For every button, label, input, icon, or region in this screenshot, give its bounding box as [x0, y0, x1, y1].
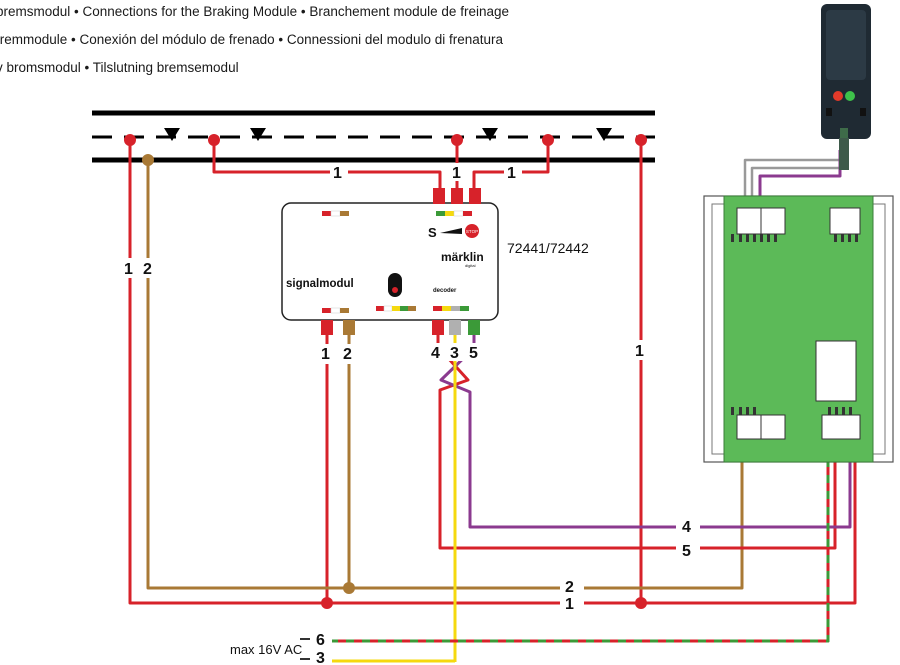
brand-logo: märklin: [441, 250, 484, 264]
signal-board: [703, 195, 894, 463]
junctions: [124, 134, 647, 609]
connector-top: [433, 188, 445, 204]
board-connector: [760, 414, 786, 440]
module-label: signalmodul: [286, 278, 354, 290]
caption-line-3: v bromsmodul • Tilslutning bremsemodul: [0, 60, 239, 75]
status-led-icon: [388, 273, 402, 297]
signal-cable: [840, 128, 848, 142]
wire-label: 2: [143, 261, 152, 278]
terminal-label: 1: [321, 346, 330, 363]
direction-arrow: [164, 128, 180, 141]
color-strip: [322, 210, 349, 217]
terminal-label: 2: [343, 346, 352, 363]
stop-sign-icon: [465, 224, 479, 238]
wire-redgreen-power: [330, 437, 830, 643]
wire-redgreen-power-stripe: [330, 437, 830, 643]
feeder-dot: [142, 154, 154, 166]
wire-red-main: [128, 140, 857, 605]
ramp-icon: [440, 228, 462, 234]
power-label: max 16V AC: [230, 642, 302, 657]
wires: [128, 140, 857, 663]
wire-label: 2: [565, 579, 574, 596]
board-chip: [815, 340, 857, 402]
stop-sign-text: STOP: [466, 229, 478, 234]
connector-top: [469, 188, 481, 204]
direction-arrow: [250, 128, 266, 141]
direction-arrow: [596, 128, 612, 141]
feeder-dot: [124, 134, 136, 146]
terminal-label: 3: [450, 345, 459, 362]
color-strip: [436, 210, 472, 217]
board-connector: [760, 207, 786, 235]
wire-label: 1: [635, 343, 644, 360]
wire-label: 1: [124, 261, 133, 278]
status-led-light: [392, 287, 398, 293]
junction-dot: [343, 582, 355, 594]
connector-bottom: [321, 320, 333, 335]
wire-label: 1: [507, 165, 516, 182]
connector-bottom: [343, 320, 355, 335]
color-strip: [376, 305, 416, 312]
signal-module: S STOP märklin digital signalmodul decod…: [281, 188, 499, 335]
brand-sub: digital: [465, 263, 476, 268]
article-number: 72441/72442: [507, 240, 589, 256]
connector-bottom: [468, 320, 480, 335]
feeder-dot: [208, 134, 220, 146]
signal-head: [821, 4, 871, 170]
direction-arrow: [482, 128, 498, 141]
terminal-label: 5: [469, 345, 478, 362]
wire-label: 1: [565, 596, 574, 613]
caption-line-1: bremsmodul • Connections for the Braking…: [0, 4, 509, 19]
wire-red-top-left: [212, 140, 442, 190]
track: [92, 110, 655, 163]
color-strip: [433, 306, 469, 311]
terminal-label: 4: [431, 345, 440, 362]
wire-label: 1: [452, 165, 461, 182]
board-connector: [829, 207, 861, 235]
wire-brown-main: [146, 160, 744, 590]
signal-green-light: [845, 91, 855, 101]
wire-labels: 1 1 1 1 2 1 1 2 4 3 5 4 5 2 1 6 3 max 16…: [122, 163, 700, 665]
feeder-dot: [542, 134, 554, 146]
board-connector: [821, 414, 861, 440]
decoder-label: decoder: [433, 288, 457, 294]
wire-label: 5: [682, 543, 691, 560]
connector-top: [451, 188, 463, 204]
wire-label: 3: [316, 650, 325, 665]
s-label: S: [428, 225, 437, 240]
feeder-dot: [635, 134, 647, 146]
wire-label: 4: [682, 519, 691, 536]
board-connector: [736, 414, 762, 440]
connector-bottom: [449, 320, 461, 335]
wire-label: 1: [333, 165, 342, 182]
wire-label: 6: [316, 632, 325, 649]
junction-dot: [635, 597, 647, 609]
junction-dot: [321, 597, 333, 609]
connector-bottom: [432, 320, 444, 335]
caption-line-2: fremmodule • Conexión del módulo de fren…: [0, 32, 504, 47]
feeder-dot: [451, 134, 463, 146]
color-strip: [322, 307, 349, 314]
signal-red-light: [833, 91, 843, 101]
board-connector: [736, 207, 762, 235]
